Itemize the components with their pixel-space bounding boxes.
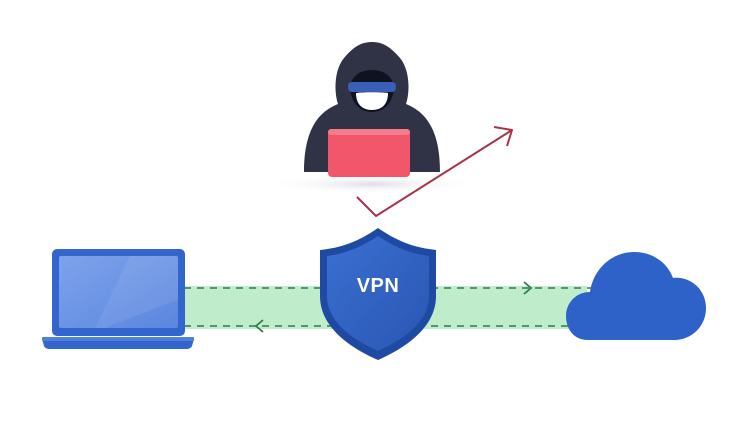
shield-icon: VPN bbox=[320, 228, 436, 360]
laptop-screen bbox=[59, 256, 178, 328]
cloud-icon bbox=[566, 252, 706, 340]
shield-inner bbox=[327, 236, 429, 351]
hacker-glasses bbox=[348, 82, 396, 92]
intercept-arrow-head-icon bbox=[493, 126, 513, 147]
laptop-screen-glare bbox=[95, 256, 178, 328]
intercept-arrow-line bbox=[356, 129, 513, 217]
arrow-left-icon bbox=[254, 319, 264, 333]
laptop-base bbox=[42, 339, 194, 349]
hacker-laptop-highlight bbox=[328, 129, 410, 135]
hacker-laptop bbox=[328, 129, 410, 177]
hacker-mask bbox=[356, 92, 388, 110]
hacker-shadow bbox=[262, 174, 482, 194]
cloud-shape bbox=[566, 252, 706, 340]
laptop-base-top bbox=[42, 337, 194, 341]
hacker-icon bbox=[262, 42, 482, 194]
laptop-icon bbox=[42, 249, 194, 349]
shield-label: VPN bbox=[357, 275, 400, 297]
arrow-right-icon bbox=[523, 281, 533, 295]
